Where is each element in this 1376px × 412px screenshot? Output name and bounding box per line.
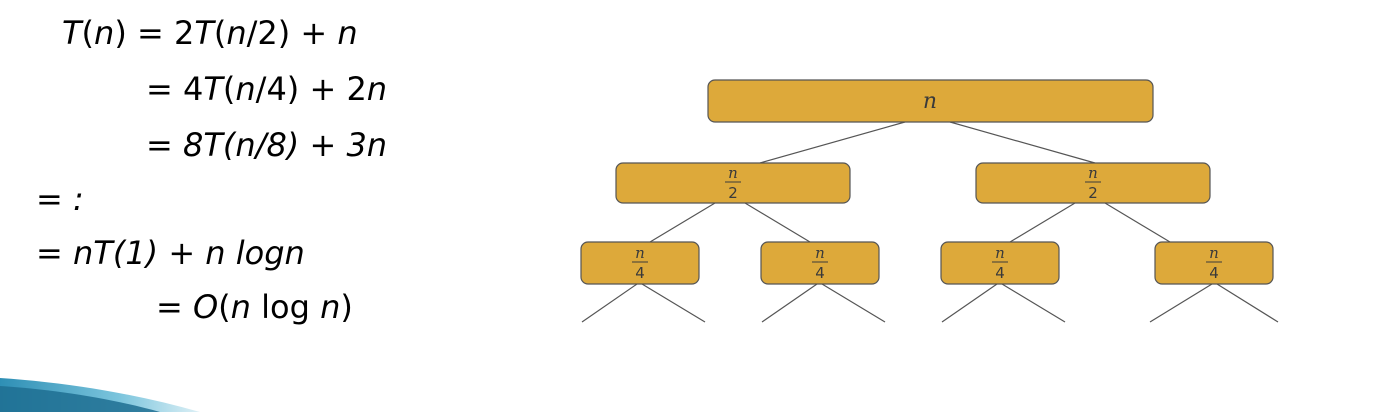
l2-2-num: n [815,244,825,262]
edge-root-left [759,121,906,164]
edge-l1b-right [1104,202,1171,243]
l2-3-den: 4 [995,264,1005,282]
l2-2-den: 4 [815,264,825,282]
eq1-T2: T [194,14,214,52]
edge-l2b-right [821,283,886,323]
eq2-text: = 4 [146,70,204,108]
l1-right-num: n [1088,164,1098,182]
l2-4-num: n [1209,244,1219,262]
tree-node-l1-right: n 2 [975,162,1211,204]
root-label: n [923,89,937,114]
l1-left-num: n [728,164,738,182]
edge-l1b-left [1009,202,1076,243]
equation-line-5: = nT(1) + n logn [36,234,305,272]
equation-line-4: = : [36,180,84,218]
edge-l2c-right [1001,283,1066,323]
l2-4-den: 4 [1209,264,1219,282]
eq1-n3: n [337,14,358,52]
tree-node-l2-4: n 4 [1154,241,1274,285]
eq1-n2: n [226,14,247,52]
eq1-text: ( [81,14,95,52]
eq2-text: /4) + 2 [255,70,367,108]
eq1-text: /2) + [246,14,338,52]
edge-l2d-right [1216,283,1279,323]
eq1-text: ( [213,14,227,52]
edge-root-right [949,121,1096,164]
eq6-text: ( [218,288,231,326]
l2-3-num: n [995,244,1005,262]
edge-l2c-left [941,283,998,323]
tree-node-l1-left: n 2 [615,162,851,204]
eq6-n: n [230,288,251,326]
eq2-n: n [235,70,256,108]
edge-l1a-left [649,202,716,243]
tree-node-root: n [707,79,1154,123]
edge-l2a-right [641,283,706,323]
equation-line-3: = 8T(n/8) + 3n [146,126,388,164]
l2-1-den: 4 [635,264,645,282]
edge-l2b-left [761,283,818,323]
eq6-O: O [192,288,219,326]
equation-line-1: T(n) = 2T(n/2) + n [62,14,358,52]
eq1-text: ) = 2 [114,14,195,52]
accent-swoosh-dark [0,386,160,412]
eq2-T: T [203,70,223,108]
eq6-text: ) [340,288,353,326]
edge-l2d-left [1149,283,1213,323]
eq6-text: log [250,288,321,326]
eq1-n: n [94,14,115,52]
l2-1-num: n [635,244,645,262]
l1-right-den: 2 [1088,184,1098,202]
eq2-text: ( [222,70,236,108]
eq2-n2: n [366,70,388,108]
equation-line-2: = 4T(n/4) + 2n [146,70,387,108]
l1-left-den: 2 [728,184,738,202]
tree-node-l2-2: n 4 [760,241,880,285]
eq6-n2: n [320,288,341,326]
equation-line-6: = O(n log n) [156,288,353,326]
eq6-text: = [156,288,193,326]
edge-l1a-right [744,202,811,243]
eq1-T: T [62,14,82,52]
edge-l2a-left [581,283,638,323]
tree-node-l2-3: n 4 [940,241,1060,285]
tree-node-l2-1: n 4 [580,241,700,285]
